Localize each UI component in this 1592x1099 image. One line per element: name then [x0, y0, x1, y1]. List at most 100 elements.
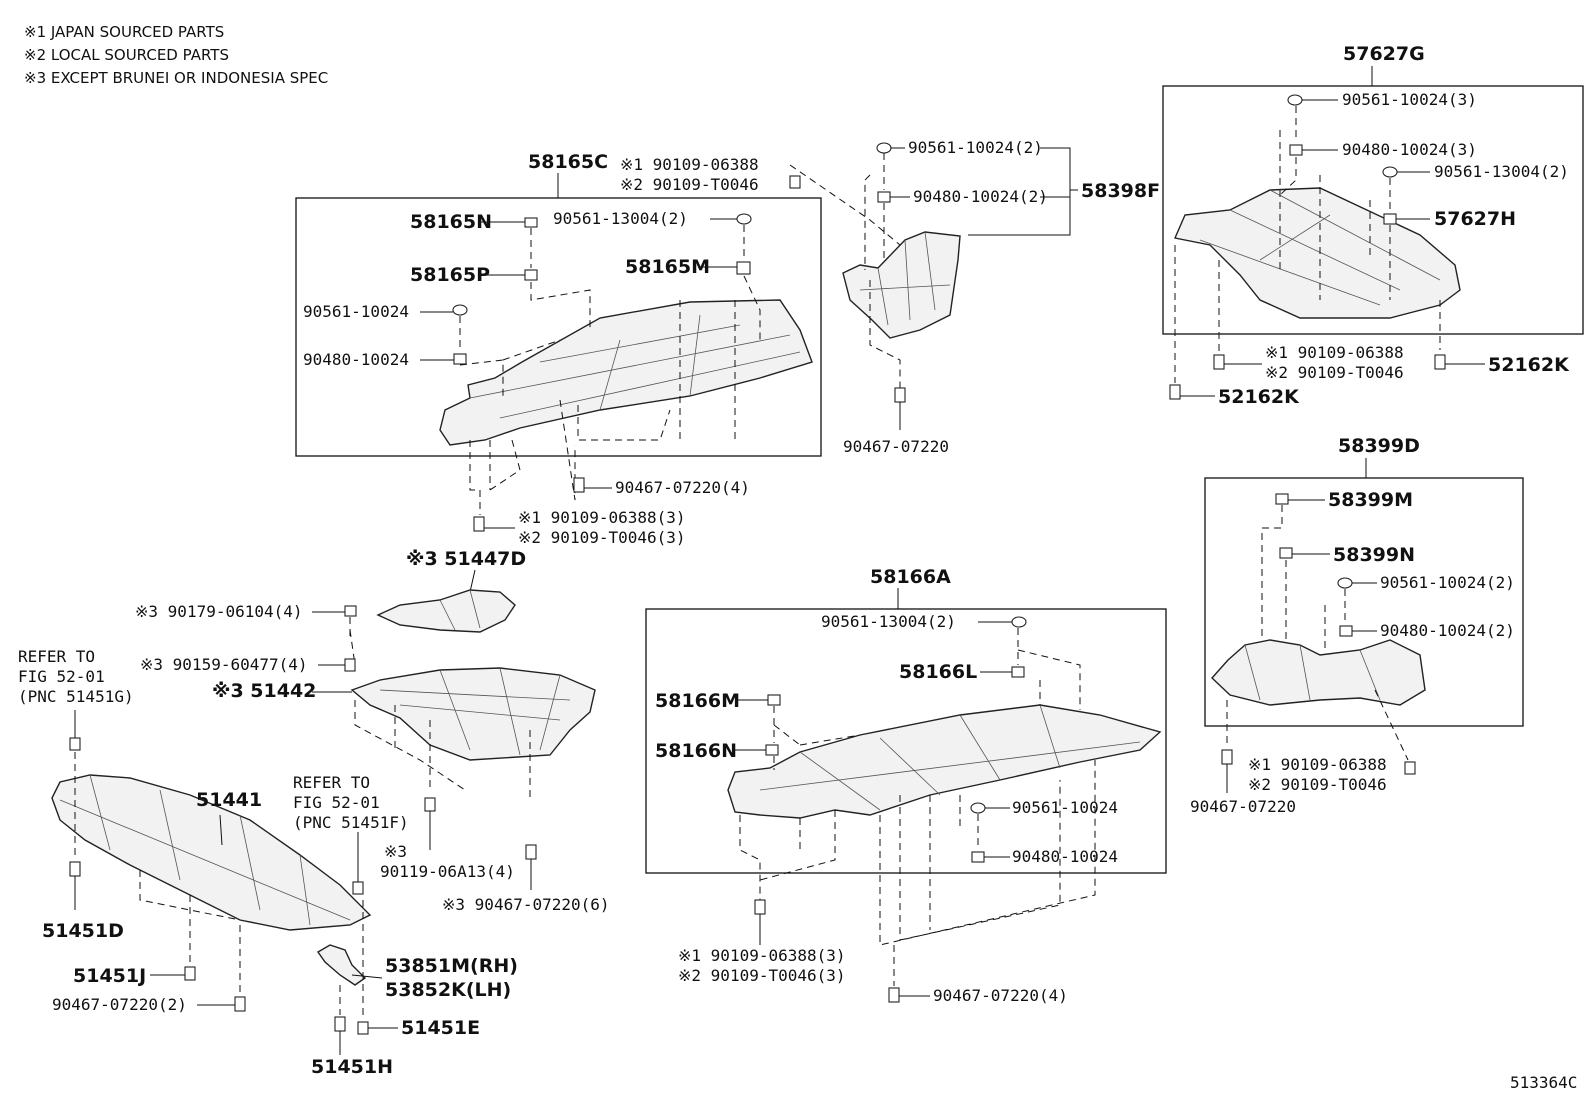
label-90561-10024-a: 90561-10024 — [303, 302, 409, 321]
label-90480-10024-3: 90480-10024(3) — [1342, 140, 1477, 159]
bolt-90109-g-icon — [1213, 354, 1225, 370]
nut-90561-13004-g-icon — [1382, 166, 1398, 178]
bracket-53851M — [316, 944, 367, 986]
bolt-90467-07220-d-icon — [1221, 749, 1233, 765]
bolt-90467-07220-4-h-icon — [888, 987, 900, 1003]
label-90109-06388-top: ※1 90109-06388 — [620, 155, 759, 174]
label-58165C: 58165C — [528, 151, 608, 173]
group-box-58166A — [645, 608, 1167, 874]
label-51451H: 51451H — [311, 1056, 393, 1078]
label-90467-07220-f: 90467-07220 — [843, 437, 949, 456]
bolt-90467-07220-4-icon — [573, 477, 585, 493]
bracket-58398F — [842, 231, 961, 339]
label-58398F: 58398F — [1081, 180, 1160, 202]
label-58165M: 58165M — [625, 256, 710, 278]
clip-90179-icon — [344, 605, 357, 617]
label-90109-T0046-top: ※2 90109-T0046 — [620, 175, 759, 194]
label-90119-note: ※3 — [384, 842, 407, 861]
bolt-51451D-icon — [69, 861, 81, 877]
label-51451D: 51451D — [42, 920, 124, 942]
label-90467-07220-2: 90467-07220(2) — [52, 995, 187, 1014]
cover-57627G — [1174, 187, 1461, 319]
clip-51451F-icon — [352, 881, 364, 895]
label-90109-06388-3-a: ※1 90109-06388(3) — [518, 508, 686, 527]
label-90109-06388-3-h: ※1 90109-06388(3) — [678, 946, 846, 965]
label-51442: ※3 51442 — [212, 680, 316, 702]
cover-51441 — [51, 774, 372, 931]
bolt-90467-07220-6-icon — [525, 844, 537, 860]
nut-90480-10024-d-icon — [1339, 625, 1353, 637]
refer-51451G-line2: FIG 52-01 — [18, 667, 105, 686]
panel-58165C — [439, 299, 813, 446]
bolt-90467-07220-2-icon — [234, 996, 246, 1012]
bolt-90109-3-h-icon — [754, 899, 766, 915]
label-90159-60477-4: ※3 90159-60477(4) — [140, 655, 308, 674]
clip-51451G-icon — [69, 737, 81, 751]
clip-58165M-icon — [736, 261, 751, 275]
nut-90561-10024-g-icon — [1287, 94, 1303, 106]
bolt-90467-07220-f-icon — [894, 387, 906, 403]
bolt-top-icon — [789, 175, 801, 189]
bolt-90159-icon — [344, 658, 356, 672]
nut-90561-10024-h-icon — [970, 802, 986, 814]
refer-51451F-line1: REFER TO — [293, 773, 370, 792]
label-90109-06388-g: ※1 90109-06388 — [1265, 343, 1404, 362]
clip-58166M-icon — [767, 694, 781, 706]
label-58165P: 58165P — [410, 264, 490, 286]
note-1: ※1 JAPAN SOURCED PARTS — [24, 23, 224, 41]
label-52162K-l: 52162K — [1218, 386, 1300, 408]
label-90480-10024-h: 90480-10024 — [1012, 847, 1118, 866]
label-90561-10024-3: 90561-10024(3) — [1342, 90, 1477, 109]
figure-id: 513364C — [1510, 1073, 1577, 1092]
cover-51447D — [376, 589, 516, 633]
group-box-57627G — [1162, 85, 1584, 335]
label-90119-06A13-4: 90119-06A13(4) — [380, 862, 515, 881]
nut-90561-10024-d-icon — [1337, 577, 1353, 589]
refer-51451G-line3: (PNC 51451G) — [18, 687, 134, 706]
refer-51451F-line3: (PNC 51451F) — [293, 813, 409, 832]
label-58166M: 58166M — [655, 690, 740, 712]
nut-90480-10024-h-icon — [971, 851, 985, 863]
clip-58166L-icon — [1011, 666, 1025, 678]
label-58399N: 58399N — [1333, 544, 1415, 566]
label-90480-10024-2-f: 90480-10024(2) — [913, 187, 1048, 206]
label-90109-T0046-g: ※2 90109-T0046 — [1265, 363, 1404, 382]
label-52162K-r: 52162K — [1488, 354, 1570, 376]
label-90480-10024-2-d: 90480-10024(2) — [1380, 621, 1515, 640]
bolt-52162K-l-icon — [1169, 384, 1181, 400]
label-90109-T0046-3-h: ※2 90109-T0046(3) — [678, 966, 846, 985]
label-57627H: 57627H — [1434, 208, 1516, 230]
note-3: ※3 EXCEPT BRUNEI OR INDONESIA SPEC — [24, 69, 328, 87]
nut-90480-10024-icon — [453, 353, 467, 365]
label-51441: 51441 — [196, 789, 262, 811]
label-90561-10024-2-f: 90561-10024(2) — [908, 138, 1043, 157]
label-90561-13004-2-g: 90561-13004(2) — [1434, 162, 1569, 181]
label-90561-13004-2-h: 90561-13004(2) — [821, 612, 956, 631]
label-58165N: 58165N — [410, 211, 492, 233]
label-90467-07220-4-h: 90467-07220(4) — [933, 986, 1068, 1005]
label-58166L: 58166L — [899, 661, 977, 683]
refer-51451G-line1: REFER TO — [18, 647, 95, 666]
label-51447D: ※3 51447D — [406, 548, 526, 570]
label-90480-10024-a: 90480-10024 — [303, 350, 409, 369]
clip-58399M-icon — [1275, 493, 1289, 505]
refer-51451F-line2: FIG 52-01 — [293, 793, 380, 812]
label-58166A: 58166A — [870, 566, 951, 588]
clip-57627H-icon — [1383, 213, 1397, 225]
nut-90561-13004-h-icon — [1011, 616, 1027, 628]
clip-58399N-icon — [1279, 547, 1293, 559]
clip-58165P-icon — [524, 269, 538, 281]
label-90467-07220-6: ※3 90467-07220(6) — [442, 895, 610, 914]
nut-90561-10024-icon — [452, 304, 468, 316]
bolt-51451H-icon — [334, 1016, 346, 1032]
bolt-51451J-icon — [184, 966, 196, 981]
label-90109-06388-d: ※1 90109-06388 — [1248, 755, 1387, 774]
bolt-90109-06388-3-icon — [473, 516, 485, 532]
bolt-52162K-r-icon — [1434, 354, 1446, 370]
label-90109-T0046-3-a: ※2 90109-T0046(3) — [518, 528, 686, 547]
group-box-58399D — [1204, 477, 1524, 727]
cover-51442 — [350, 667, 596, 761]
label-90561-13004-2-a: 90561-13004(2) — [553, 209, 688, 228]
cover-58399D — [1211, 639, 1426, 706]
